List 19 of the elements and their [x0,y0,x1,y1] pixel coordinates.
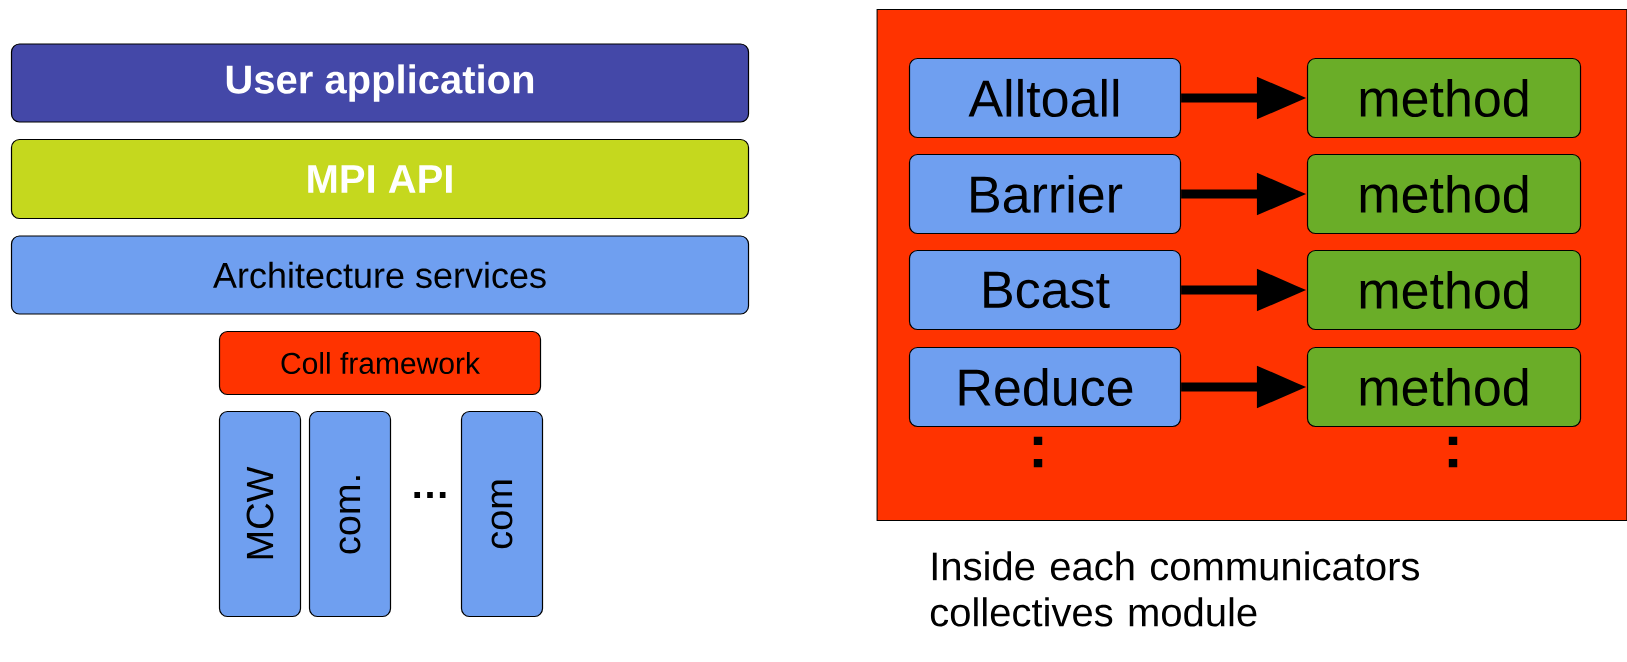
layer-bar: Architecture services [10,235,750,315]
operation-box: Reduce [908,346,1182,428]
framework-box: Coll framework [218,330,542,396]
vertical-ellipsis: : [1033,436,1043,468]
method-box: method [1306,57,1582,139]
layer-bar: User application [10,43,750,123]
caption: Inside each communicators collectives module [930,551,1419,627]
vertical-ellipsis: : [1448,436,1458,468]
method-box: method [1306,346,1582,428]
operation-box: Alltoall [908,57,1182,139]
module-box: MCW [218,410,302,618]
module-box: com. [308,410,392,618]
module-box: com [460,410,544,618]
ellipsis: … [414,492,446,498]
operation-box: Barrier [908,153,1182,235]
layer-bar: MPI API [10,138,750,220]
operation-box: Bcast [908,249,1182,331]
method-box: method [1306,153,1582,235]
method-box: method [1306,249,1582,331]
